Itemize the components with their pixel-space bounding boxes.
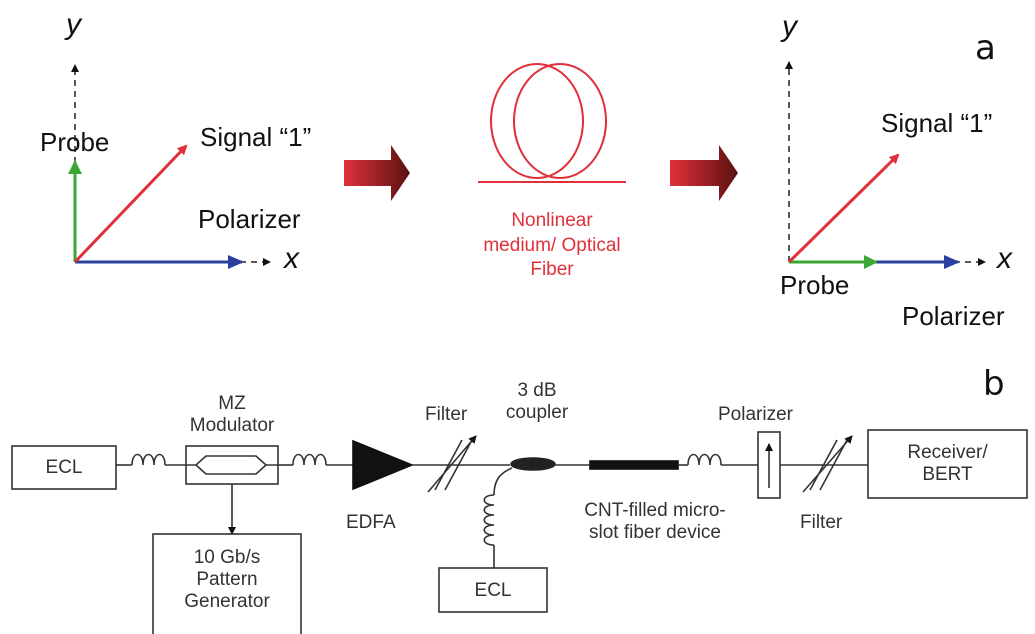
edfa-amplifier-icon: [352, 439, 415, 491]
fiber-coil-icon: [478, 63, 626, 183]
receiver-label-line-1: Receiver/: [907, 442, 988, 463]
filter-1-label: Filter: [425, 404, 468, 425]
process-arrow-2: [670, 145, 738, 201]
fiber-label: Nonlinear medium/ Optical Fiber: [452, 209, 652, 283]
panel-a-label: a: [975, 28, 996, 68]
filter-1-icon: [434, 439, 463, 491]
fiber-label-line-2: medium/ Optical: [483, 234, 621, 256]
left-x-axis-label: x: [284, 242, 299, 275]
ecl-source-label: ECL: [45, 457, 83, 478]
mz-modulator-label: MZ Modulator: [182, 393, 282, 437]
right-probe-label: Probe: [780, 270, 850, 300]
left-probe-label: Probe: [40, 127, 110, 157]
left-signal-label: Signal “1”: [200, 122, 312, 152]
filter-2-label: Filter: [800, 512, 843, 533]
right-polarizer-label: Polarizer: [902, 301, 1005, 331]
process-arrow-1: [344, 145, 410, 201]
left-y-axis-label: y: [66, 8, 81, 41]
polarizer-label: Polarizer: [718, 404, 793, 425]
filter-2-icon: [809, 439, 838, 491]
fiber-coil-probe-icon: [483, 494, 495, 546]
pattern-label-line-3: Generator: [184, 590, 270, 612]
cnt-device-icon: [589, 460, 679, 470]
right-x-axis-label: x: [997, 242, 1012, 275]
fiber-label-line-3: Fiber: [530, 259, 574, 281]
schematic: [11, 429, 1028, 634]
receiver-label-line-2: BERT: [922, 463, 973, 485]
left-axes: [68, 64, 271, 269]
fiber-coil-1-icon: [131, 453, 166, 466]
pattern-label-line-1: 10 Gb/s: [193, 547, 261, 568]
left-signal-vector: [73, 144, 188, 264]
right-signal-label: Signal “1”: [881, 108, 993, 138]
cnt-label-line-1: CNT-filled micro-: [584, 500, 726, 521]
fiber-coil-2-icon: [292, 453, 327, 466]
coupler-label-line-1: 3 dB: [517, 380, 557, 401]
fiber-label-line-1: Nonlinear: [511, 210, 593, 231]
coupler-icon: [510, 457, 556, 471]
ecl-probe-box: [438, 567, 548, 613]
cnt-device-label: CNT-filled micro- slot fiber device: [564, 500, 746, 544]
receiver-label: Receiver/ BERT: [868, 442, 1027, 486]
panel-b-label: b: [983, 364, 1005, 404]
pattern-generator-label: 10 Gb/s Pattern Generator: [153, 547, 301, 613]
fiber-coil-3-icon: [687, 453, 722, 466]
right-axes: [785, 61, 986, 269]
receiver-box: [867, 429, 1028, 499]
ecl-probe-label: ECL: [474, 580, 512, 601]
right-signal-vector: [787, 153, 900, 264]
edfa-label: EDFA: [346, 512, 396, 533]
cnt-label-line-2: slot fiber device: [588, 521, 721, 543]
pattern-generator-box: [152, 533, 302, 634]
mz-label-line-1: MZ: [218, 393, 246, 414]
pattern-label-line-2: Pattern: [196, 568, 258, 590]
ecl-source-box: [11, 445, 117, 490]
coupler-label: 3 dB coupler: [500, 380, 574, 424]
mz-label-line-2: Modulator: [189, 414, 275, 436]
mz-modulator-box: [185, 445, 279, 485]
coupler-label-line-2: coupler: [505, 401, 569, 423]
right-y-axis-label: y: [782, 10, 797, 43]
left-polarizer-label: Polarizer: [198, 204, 301, 234]
